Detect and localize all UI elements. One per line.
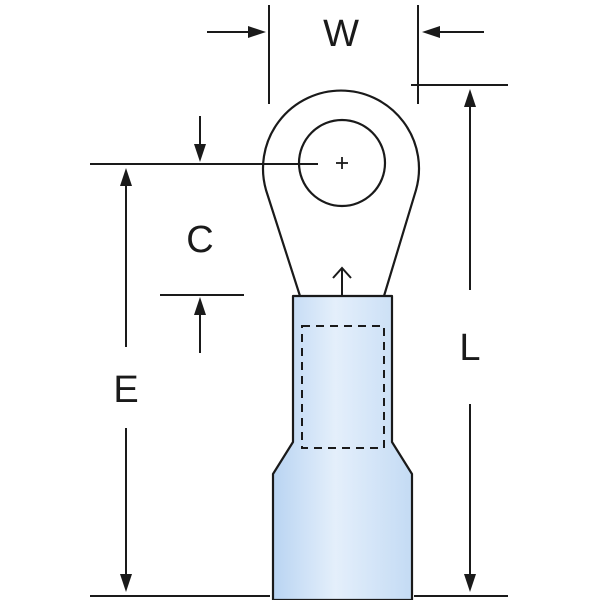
c-arrow-top [194,116,206,162]
e-label: E [113,369,138,411]
c-arrow-bottom [194,297,206,353]
w-arrow-right [422,26,484,38]
plus-icon [336,157,348,169]
l-arrow-top [464,89,476,290]
arrow-up-icon [332,266,352,296]
ring-tongue-outline [261,89,421,297]
w-label: W [323,13,359,55]
w-arrow-left [207,26,266,38]
hidden-barrel [301,325,385,449]
e-arrow-top [120,168,132,347]
l-arrow-bottom [464,404,476,592]
e-arrow-bottom [120,428,132,592]
l-label: L [459,327,480,369]
c-label: C [186,219,213,261]
